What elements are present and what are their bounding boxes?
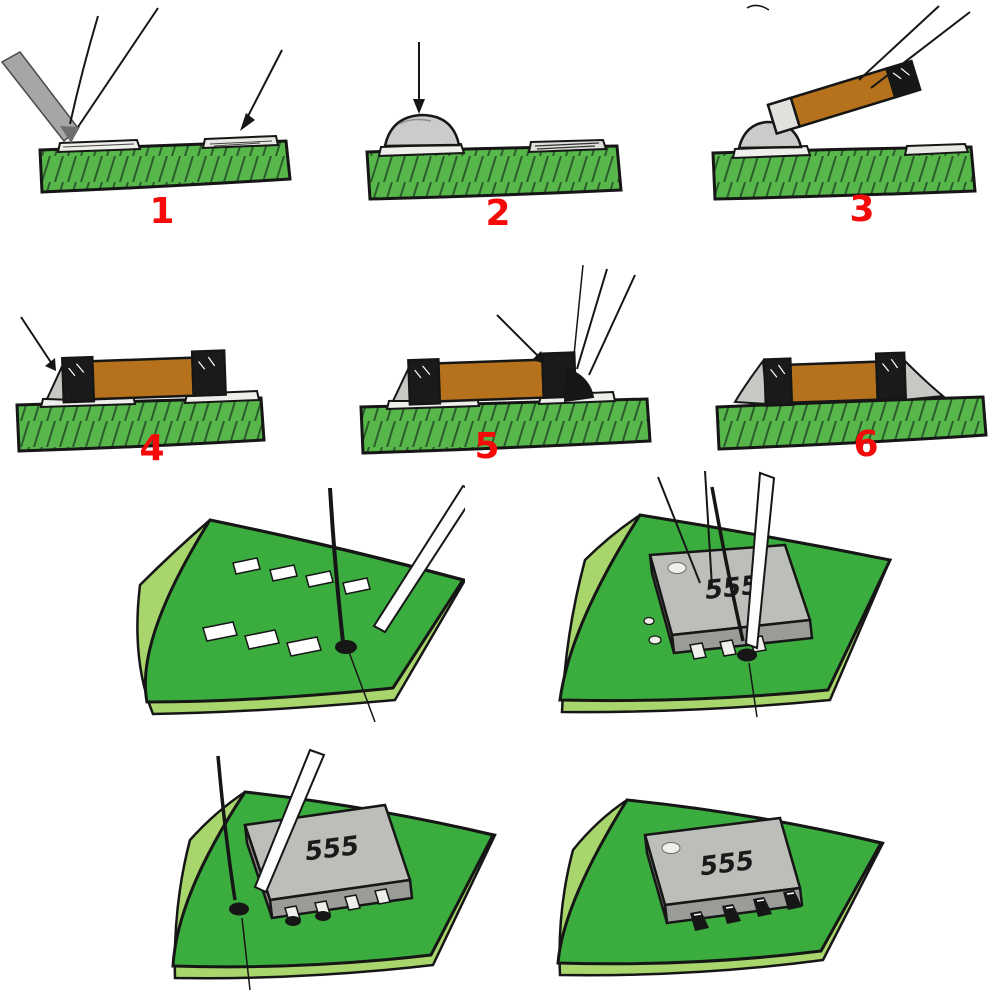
soldering-iron-icon <box>372 484 465 634</box>
step-1-number: 1 <box>149 191 175 232</box>
solder-wire-icon <box>69 7 159 128</box>
step-6-illustration <box>715 351 988 451</box>
step-6-number: 6 <box>853 424 879 465</box>
solder-pins-illustration: 555 <box>171 748 497 991</box>
solder-wire-icon <box>328 487 376 723</box>
step-5-number: 5 <box>474 426 500 467</box>
solder-fillet-left <box>733 358 769 406</box>
pcb-board <box>715 395 988 451</box>
solder-pads <box>56 134 280 154</box>
step-3-illustration <box>711 4 977 201</box>
step-1-illustration <box>0 7 292 194</box>
soldering-iron-icon <box>744 471 776 650</box>
smd-component <box>407 351 578 406</box>
pcb-board <box>711 145 977 201</box>
step-3-number: 3 <box>849 189 875 230</box>
tin-pad-illustration <box>136 484 465 723</box>
tweezers-icon <box>657 470 713 588</box>
pcb-board <box>359 397 652 455</box>
pad-pointer-arrow-icon <box>240 49 283 131</box>
ic-pins <box>284 888 391 926</box>
finished-ic-panel: 555 <box>515 755 915 995</box>
solder-wire-icon <box>216 755 251 991</box>
place-ic-illustration: 555 <box>558 470 893 718</box>
smd-component <box>766 59 922 136</box>
pin-solder-dot <box>229 902 249 916</box>
solder-blob <box>383 113 461 148</box>
step-2-number: 2 <box>485 193 511 234</box>
soldering-iron-icon <box>253 748 326 894</box>
pcb-board <box>15 396 266 453</box>
ic-pins-soldered <box>690 890 802 931</box>
corner-pin-solder-dot <box>737 648 757 662</box>
blob-pointer-arrow-icon <box>413 42 425 114</box>
pcb-board-perspective <box>136 518 465 716</box>
joint-pointer-arrow-icon <box>20 316 56 371</box>
pcb-board <box>38 139 292 194</box>
step-3-panel <box>695 0 1000 235</box>
soldering-iron-icon <box>572 265 636 376</box>
step-2-panel <box>355 0 650 235</box>
smd-component <box>762 351 908 407</box>
chip-label: 555 <box>698 846 756 882</box>
finished-ic-illustration: 555 <box>556 798 885 977</box>
chip-label: 555 <box>303 831 361 867</box>
step-5-illustration <box>359 265 652 455</box>
place-ic-panel: 555 <box>525 465 955 745</box>
tweezers-icon <box>746 4 971 89</box>
solder-fillet-right <box>901 358 946 402</box>
joint-pointer-arrow-icon <box>496 314 546 364</box>
step-1-panel <box>0 0 300 235</box>
solder-pins-panel: 555 <box>145 740 535 995</box>
solder-wire-icon <box>710 486 758 718</box>
step-2-illustration <box>365 42 623 201</box>
step-5-panel <box>345 265 675 470</box>
step-4-illustration <box>15 316 266 453</box>
solder-joint-right <box>563 367 595 403</box>
tin-pad-panel <box>35 470 465 745</box>
smd-pads <box>202 557 371 657</box>
step-4-number: 4 <box>139 428 165 469</box>
soldering-iron-icon <box>0 51 80 143</box>
step-4-panel <box>5 265 295 470</box>
ic-chip: 555 <box>648 543 814 655</box>
step-6-panel <box>695 265 1000 470</box>
smd-component <box>60 349 227 404</box>
tinned-pad-solder-dot <box>335 640 357 654</box>
